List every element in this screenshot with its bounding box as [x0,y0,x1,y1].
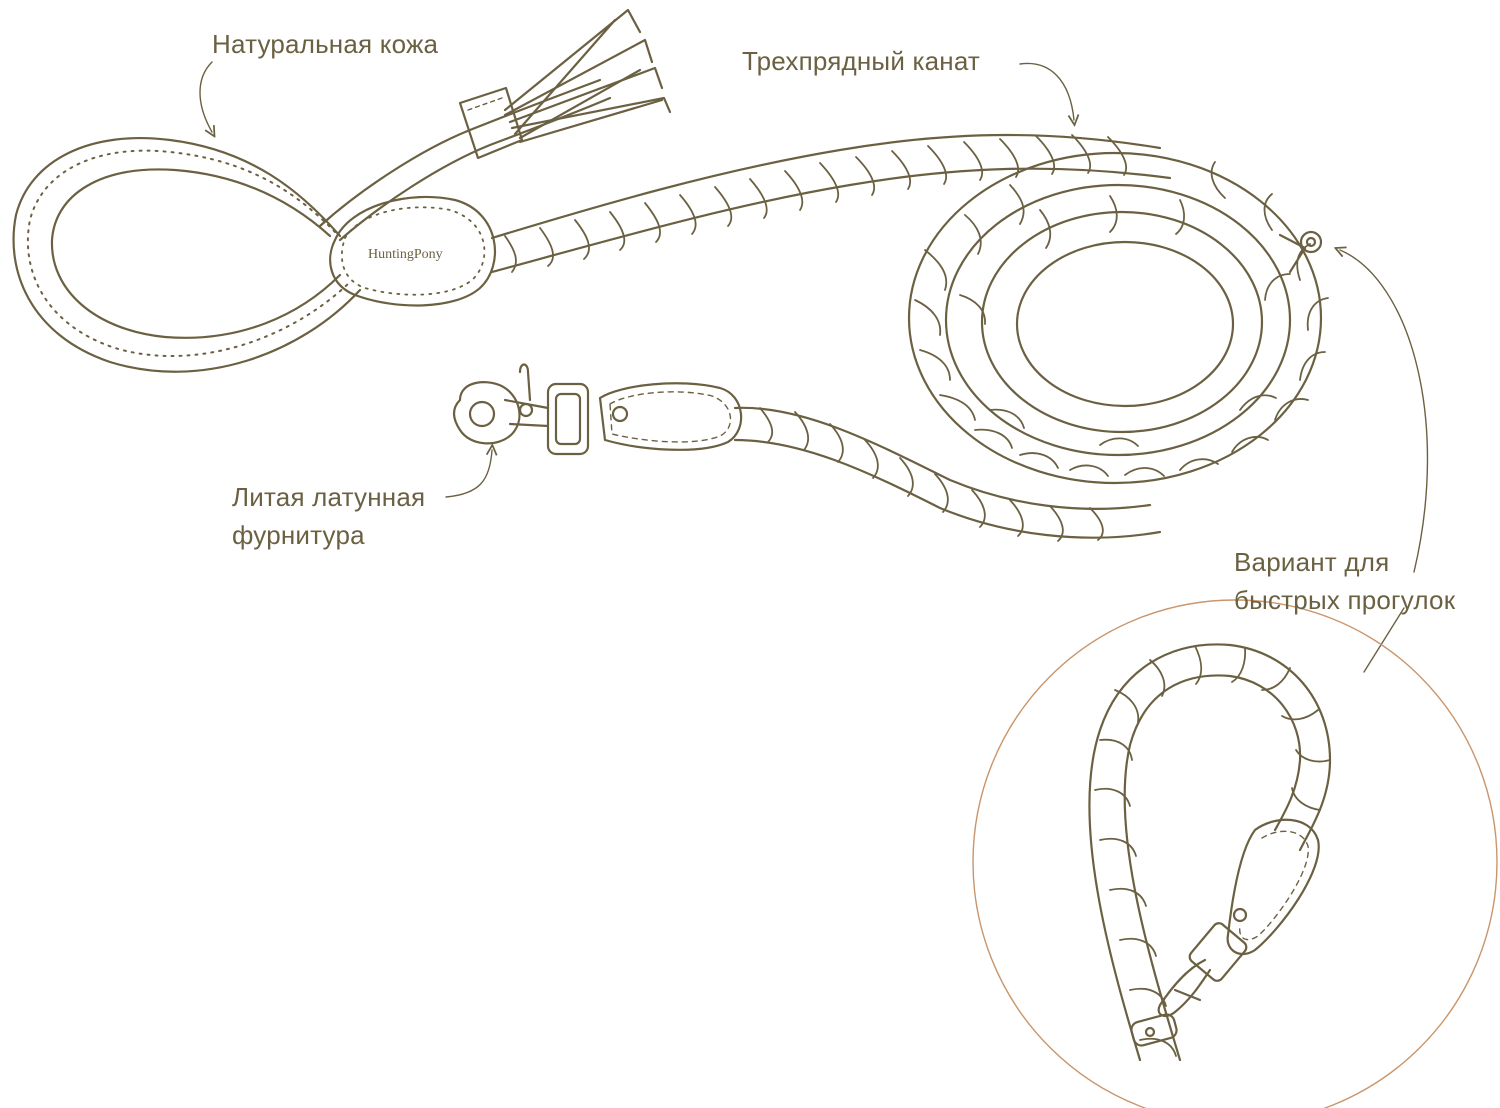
label-variant-line2: быстрых прогулок [1234,585,1456,615]
brand-mark: HuntingPony [368,247,443,262]
label-natural-leather: Натуральная кожа [212,29,439,59]
leader-lines [199,61,1429,673]
tassel [503,8,672,144]
leather-handle [12,136,362,373]
rope-coil [907,151,1329,485]
label-brass-line1: Литая латунная [232,482,426,512]
label-three-strand-rope: Трехпрядный канат [742,46,981,76]
snap-hook [452,363,743,456]
label-brass-hardware: Литая латунная фурнитура [232,478,425,554]
rope-main [490,133,1172,274]
rope-lower [733,406,1162,542]
label-variant-line1: Вариант для [1234,547,1390,577]
handle-badge [329,195,497,307]
variant-inset [972,599,1498,1108]
label-brass-line2: фурнитура [232,520,365,550]
label-quick-walk-variant: Вариант для быстрых прогулок [1234,543,1455,619]
leather-strap [318,78,612,242]
